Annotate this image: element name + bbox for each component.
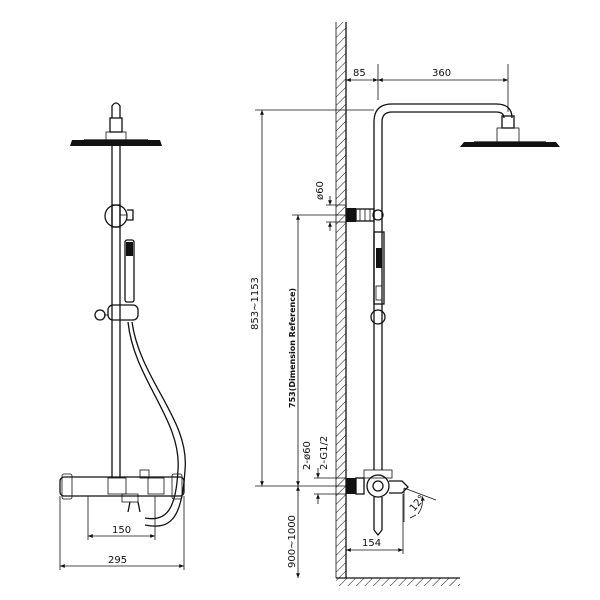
side-shower-head <box>460 142 560 147</box>
dimension-head-diameter: ø60 <box>315 181 346 231</box>
dimension-total-height: 853~1153 <box>250 109 374 487</box>
front-hand-shower <box>124 239 135 303</box>
dimension-mount-height: 900~1000 <box>287 486 300 578</box>
dimension-mixer-width-label: 295 <box>108 555 127 566</box>
dimension-head-diameter-label: ø60 <box>315 181 326 200</box>
dimension-arm-length-label: 360 <box>432 68 451 79</box>
front-rail-top-cap <box>111 102 121 118</box>
dimension-mixer-width: 295 <box>60 555 184 568</box>
front-mixer-body <box>59 476 185 497</box>
dimension-spout-angle-label: 12° <box>408 493 428 514</box>
side-tub-spout <box>389 480 409 494</box>
dimension-inlet-thread-label: 2-G1/2 <box>319 436 330 470</box>
side-mixer-body <box>366 474 390 498</box>
dimension-reference-height: 753(Dimension Reference) <box>288 214 346 486</box>
side-hand-shower <box>373 231 385 305</box>
front-diverter <box>104 204 128 228</box>
dimension-mount-height-label: 900~1000 <box>287 515 298 568</box>
dimension-total-height-label: 853~1153 <box>250 277 261 330</box>
front-slider-holder <box>107 304 139 321</box>
dimension-inlet-spacing: 150 <box>88 525 155 538</box>
dimension-spout-angle: 12° <box>403 487 437 522</box>
side-view <box>346 103 560 537</box>
front-head-connector <box>109 117 123 133</box>
dimension-inlet-spacing-label: 150 <box>112 525 131 536</box>
dimension-inlet-diameters-label: 2-ø60 <box>302 441 313 470</box>
front-shower-head <box>70 140 162 146</box>
front-view <box>59 102 186 570</box>
dimension-inlet-specs: 2-ø60 2-G1/2 <box>302 436 346 504</box>
side-wall-bracket-lower <box>346 478 356 494</box>
dimension-arm-length: 360 <box>378 64 509 112</box>
side-wall-bracket-upper <box>346 208 356 222</box>
side-slider-holder <box>370 309 386 325</box>
side-shower-arm <box>373 103 513 123</box>
dimension-arm-offset-label: 85 <box>353 68 366 79</box>
wall <box>335 22 460 586</box>
dimension-arm-offset: 85 <box>345 64 379 100</box>
dimension-reference-height-label: 753(Dimension Reference) <box>288 288 297 408</box>
front-hose <box>131 321 186 527</box>
dimension-spout-length-label: 154 <box>362 538 381 549</box>
dimension-spout-length: 154 <box>346 494 404 554</box>
